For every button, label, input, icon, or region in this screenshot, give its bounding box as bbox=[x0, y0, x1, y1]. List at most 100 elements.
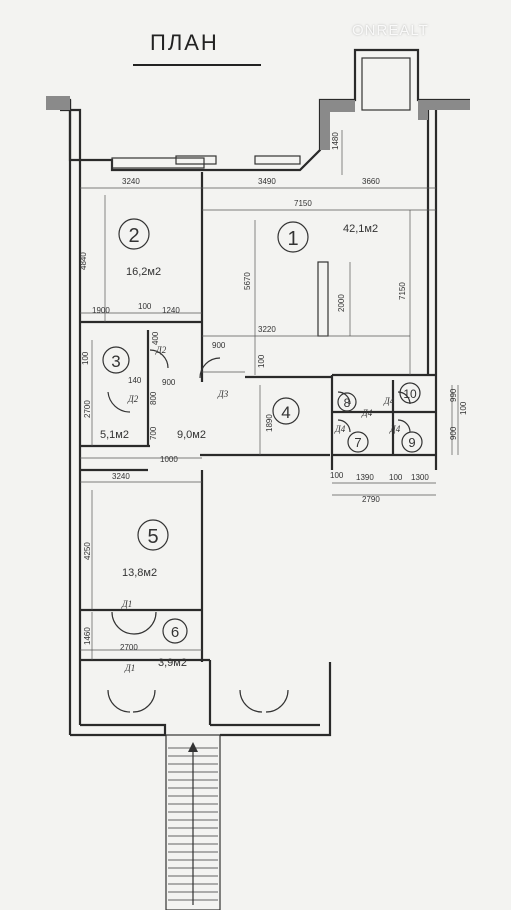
door-label-d4-b: Д4 bbox=[361, 408, 373, 418]
room-8-number: 8 bbox=[344, 396, 351, 410]
room-3-number: 3 bbox=[111, 352, 120, 371]
door-label-d1-upper: Д1 bbox=[121, 599, 132, 609]
dim-100-e: 100 bbox=[330, 471, 344, 480]
room-10-circle bbox=[399, 382, 421, 404]
dim-100-f: 100 bbox=[389, 473, 403, 482]
room-5-area: 13,8м2 bbox=[122, 567, 157, 579]
door-label-d4-a: Д4 bbox=[383, 396, 395, 406]
door-label-d4-c: Д4 bbox=[334, 424, 346, 434]
door-label-d2-lower: Д2 bbox=[127, 394, 139, 404]
title-underline bbox=[133, 64, 261, 66]
room-7-circle bbox=[347, 431, 369, 453]
dim-2700-a: 2700 bbox=[83, 400, 92, 418]
door-swing-d2 bbox=[149, 349, 169, 369]
dim-4250: 4250 bbox=[83, 542, 92, 560]
door-swing-room-3 bbox=[107, 391, 131, 413]
dim-1480: 1480 bbox=[331, 132, 340, 150]
room-7-number: 7 bbox=[354, 435, 361, 450]
window-2 bbox=[175, 155, 217, 165]
door-swing-room-8 bbox=[337, 391, 351, 405]
room-3-area: 5,1м2 bbox=[100, 429, 129, 441]
room-5-number: 5 bbox=[147, 526, 158, 548]
room-1-number: 1 bbox=[287, 228, 298, 250]
room-2-circle bbox=[118, 218, 150, 250]
door-swing-d1-right bbox=[133, 611, 157, 635]
dim-3220: 3220 bbox=[258, 325, 276, 334]
dim-140: 140 bbox=[128, 376, 142, 385]
door-swing-right-right bbox=[265, 689, 289, 713]
room-5-circle bbox=[137, 519, 169, 551]
dim-700: 700 bbox=[149, 426, 158, 440]
dim-100-c: 100 bbox=[81, 351, 90, 365]
dimension-lines bbox=[80, 130, 459, 660]
dim-7150-vertical: 7150 bbox=[398, 282, 407, 300]
dim-100-a: 100 bbox=[138, 302, 152, 311]
room-2-area: 16,2м2 bbox=[126, 266, 161, 278]
room-areas: 16,2м2 42,1м2 5,1м2 9,0м2 13,8м2 3,9м2 bbox=[100, 223, 378, 669]
dim-800: 800 bbox=[149, 391, 158, 405]
door-swing-d1-left bbox=[111, 611, 135, 635]
column-room-1 bbox=[317, 261, 329, 337]
door-swing-room-9 bbox=[397, 419, 411, 433]
plan-title: ПЛАН bbox=[150, 30, 219, 55]
dim-1900: 1900 bbox=[92, 306, 110, 315]
bottom-right-wall bbox=[220, 662, 332, 737]
room-3-circle bbox=[102, 346, 130, 374]
wall-hatch-1 bbox=[320, 100, 355, 150]
wall-hatch-2 bbox=[418, 100, 470, 120]
dim-1300: 1300 bbox=[411, 473, 429, 482]
dim-900-c: 900 bbox=[449, 426, 458, 440]
interior-walls bbox=[80, 172, 436, 725]
bottom-left-wall bbox=[70, 723, 167, 737]
dim-400: 400 bbox=[151, 331, 160, 345]
room-9-number: 9 bbox=[408, 435, 415, 450]
door-swing-d3 bbox=[199, 357, 221, 379]
room-6-number: 6 bbox=[171, 624, 179, 641]
room-1-circle bbox=[277, 221, 309, 253]
door-label-d2-upper: Д2 bbox=[155, 345, 167, 355]
dim-100-b: 100 bbox=[257, 354, 266, 368]
room-4-area: 9,0м2 bbox=[177, 429, 206, 441]
room-9-circle bbox=[401, 431, 423, 453]
room-8-circle bbox=[337, 392, 357, 412]
room-4-circle bbox=[272, 397, 300, 425]
room-6-circle bbox=[162, 618, 188, 644]
outer-walls bbox=[46, 48, 470, 737]
dim-5670: 5670 bbox=[243, 272, 252, 290]
dim-7150-horizontal: 7150 bbox=[294, 199, 312, 208]
dim-3240-bottom: 3240 bbox=[112, 472, 130, 481]
room-1-area: 42,1м2 bbox=[343, 223, 378, 235]
door-label-d1-lower: Д1 bbox=[124, 663, 135, 673]
room-markers: 2 1 3 4 5 6 7 8 9 10 bbox=[102, 218, 423, 644]
dim-2700-b: 2700 bbox=[120, 643, 138, 652]
watermark-logo: ONREALT bbox=[352, 22, 429, 39]
room-4-number: 4 bbox=[281, 403, 290, 422]
room-6-area: 3,9м2 bbox=[158, 657, 187, 669]
dim-4840: 4840 bbox=[79, 252, 88, 270]
door-swing-entrance-left bbox=[107, 689, 131, 713]
window-1 bbox=[111, 157, 205, 169]
dim-1240: 1240 bbox=[162, 306, 180, 315]
stair-arrow-icon bbox=[188, 742, 198, 752]
staircase bbox=[165, 734, 221, 910]
dim-900-b: 900 bbox=[162, 378, 176, 387]
wall-hatch-3 bbox=[46, 96, 70, 110]
dim-1890: 1890 bbox=[265, 414, 274, 432]
dim-3490: 3490 bbox=[258, 177, 276, 186]
dim-1460: 1460 bbox=[83, 627, 92, 645]
dim-2000: 2000 bbox=[337, 294, 346, 312]
dim-900-a: 900 bbox=[212, 341, 226, 350]
dim-1000: 1000 bbox=[160, 455, 178, 464]
door-swing-right-left bbox=[239, 689, 263, 713]
dim-3660: 3660 bbox=[362, 177, 380, 186]
dimension-labels: 1480 3240 3490 3660 7150 4840 5670 7150 … bbox=[79, 132, 468, 652]
door-swing-room-7 bbox=[337, 419, 351, 433]
door-swings bbox=[107, 349, 411, 713]
dim-2790: 2790 bbox=[362, 495, 380, 504]
balcony-outline bbox=[361, 57, 411, 111]
stair-outline bbox=[165, 734, 221, 910]
dim-3240-top: 3240 bbox=[122, 177, 140, 186]
room-2-number: 2 bbox=[128, 225, 139, 247]
room-10-number: 10 bbox=[403, 387, 417, 401]
